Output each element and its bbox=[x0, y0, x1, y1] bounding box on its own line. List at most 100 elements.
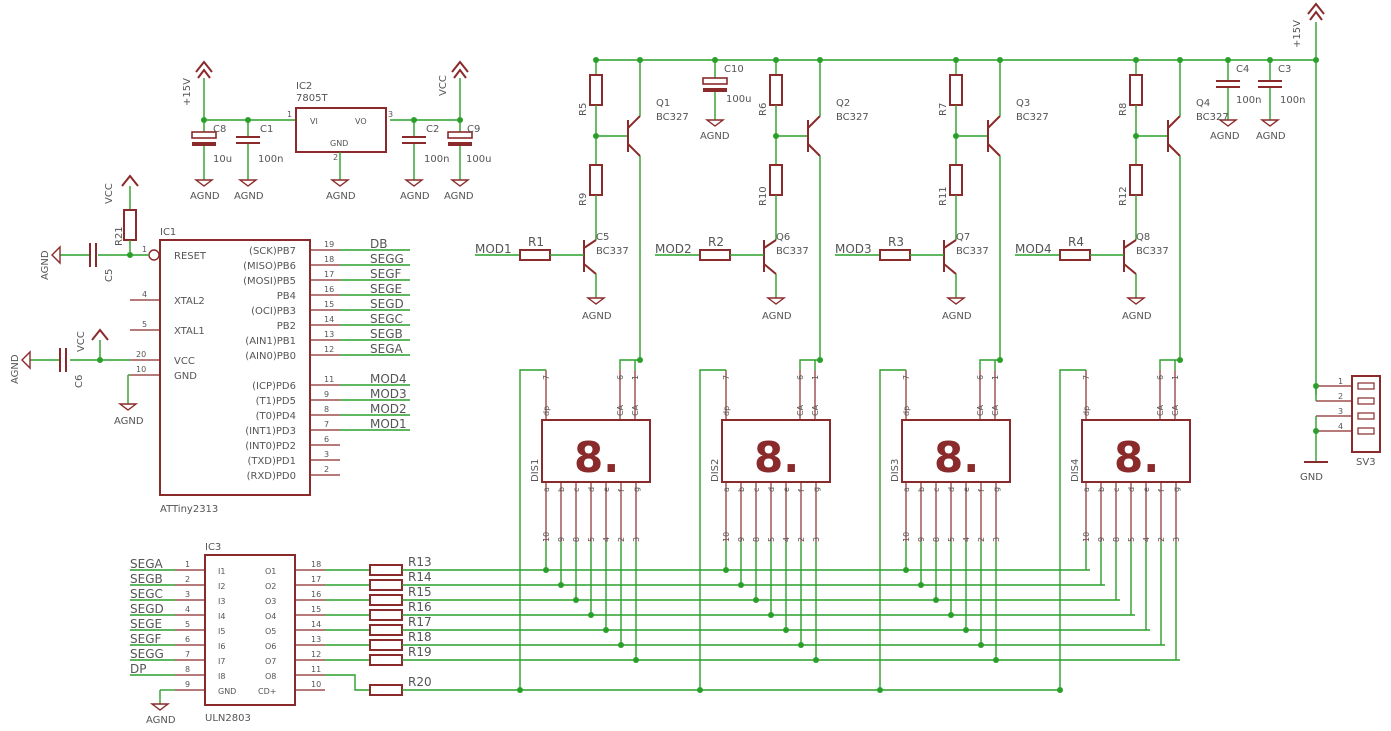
display-bottom-pin-number: 8 bbox=[752, 537, 761, 542]
resistor-base-name: R1 bbox=[528, 235, 544, 249]
display-bottom-pin-number: 10 bbox=[902, 532, 911, 542]
mcu-right-pin-label: (T1)PD5 bbox=[256, 396, 296, 407]
display-bottom-pin-name: c bbox=[932, 488, 941, 492]
pnp-type: BC327 bbox=[836, 112, 869, 123]
display-bottom-pin-number: 4 bbox=[1142, 537, 1151, 542]
driver-resistor-name: R14 bbox=[408, 570, 432, 584]
display-bottom-pin-number: 3 bbox=[812, 537, 821, 542]
mcu-net-label: DB bbox=[370, 237, 387, 251]
display-body bbox=[1081, 419, 1191, 483]
display-top-pin-name: dp bbox=[722, 406, 731, 416]
mcu-ic1: IC1 ATTiny2313 RESET XTAL2 XTAL1 VCC GND… bbox=[114, 227, 311, 515]
npn-name: Q6 bbox=[776, 232, 790, 243]
driver-in-name: I7 bbox=[218, 657, 225, 666]
junction bbox=[573, 597, 579, 603]
display-body bbox=[721, 419, 831, 483]
junction bbox=[773, 57, 779, 63]
mcu-right-pin-label: (AIN0)PB0 bbox=[245, 351, 296, 362]
pnp-type: BC327 bbox=[1196, 112, 1229, 123]
npn-name: Q8 bbox=[1136, 232, 1150, 243]
mcu-vcc-label: VCC bbox=[174, 356, 195, 367]
resistor-top-name: R7 bbox=[938, 103, 949, 116]
junction bbox=[723, 567, 729, 573]
driver-resistor-name: R20 bbox=[408, 675, 432, 689]
junction bbox=[978, 642, 984, 648]
junction bbox=[637, 357, 643, 363]
junction bbox=[1133, 57, 1139, 63]
cap-c3: C3 100n AGND bbox=[1256, 60, 1305, 142]
display-bottom-pin-number: 5 bbox=[1127, 537, 1136, 542]
driver-net-label: DP bbox=[130, 662, 146, 676]
display-bottom-pin-number: 3 bbox=[1172, 537, 1181, 542]
driver-net-label: SEGB bbox=[130, 572, 163, 586]
display-bottom-pin-name: f bbox=[797, 489, 806, 492]
display-top-pin-name: CA bbox=[631, 404, 640, 416]
resistor-base bbox=[519, 249, 551, 261]
driver-out-pin-number: 16 bbox=[311, 590, 321, 599]
pnp-emitter bbox=[987, 115, 1001, 129]
resistor-top-name: R8 bbox=[1118, 103, 1129, 116]
driver-cd-label: CD+ bbox=[258, 687, 276, 696]
mcu-right-pin-label: (SCK)PB7 bbox=[249, 246, 296, 257]
npn-collector bbox=[1123, 239, 1137, 249]
pnp-name: Q3 bbox=[1016, 98, 1030, 109]
c6-agnd: AGND bbox=[10, 354, 21, 384]
mcu-right-pin-label: (T0)PD4 bbox=[256, 411, 296, 422]
mcu-net-label: MOD4 bbox=[370, 372, 407, 386]
driver-net-label: SEGC bbox=[130, 587, 163, 601]
regulator-gnd: GND bbox=[330, 139, 348, 148]
driver-out-pin-number: 17 bbox=[311, 575, 321, 584]
driver-in-pin-number: 6 bbox=[185, 635, 190, 644]
npn-type: BC337 bbox=[1136, 246, 1169, 257]
pnp-name: Q1 bbox=[656, 98, 670, 109]
display-top-pin-number: 7 bbox=[722, 375, 731, 380]
resistor-base bbox=[699, 249, 731, 261]
junction bbox=[993, 657, 999, 663]
driver-resistor bbox=[369, 684, 403, 696]
mcu-name: IC1 bbox=[160, 227, 176, 238]
driver-out-name: O2 bbox=[265, 582, 276, 591]
mcu-net-label: SEGB bbox=[370, 327, 403, 341]
display-bottom-pin-number: 5 bbox=[587, 537, 596, 542]
display-top-pin-number: 7 bbox=[542, 375, 551, 380]
mcu-right-pin-number: 3 bbox=[324, 450, 329, 459]
mcu-pin-10: 10 bbox=[136, 365, 146, 374]
npn-agnd: AGND bbox=[1122, 311, 1152, 322]
sv3-pin-4: 4 bbox=[1338, 422, 1343, 431]
mcu-net-label: SEGG bbox=[370, 252, 404, 266]
resistor-base-name: R3 bbox=[888, 235, 904, 249]
driver-in-name: I2 bbox=[218, 582, 225, 591]
pnp-emitter bbox=[1167, 115, 1181, 129]
mcu-net-label: SEGF bbox=[370, 267, 401, 281]
mcu-right-pin-number: 15 bbox=[324, 300, 334, 309]
display-bottom-pin-number: 3 bbox=[632, 537, 641, 542]
reg-cap-c1-value: 100n bbox=[258, 154, 283, 165]
driver-out-pin-number: 13 bbox=[311, 635, 321, 644]
display-top-pin-number: 1 bbox=[1171, 375, 1180, 380]
resistor-base-name: R4 bbox=[1068, 235, 1084, 249]
junction bbox=[997, 57, 1003, 63]
display-top-pin-name: CA bbox=[976, 404, 985, 416]
junction bbox=[1177, 57, 1183, 63]
display-bottom-pin-name: c bbox=[752, 488, 761, 492]
sv3-pin-1: 1 bbox=[1338, 377, 1343, 386]
reset-c5-label: C5 bbox=[104, 269, 115, 282]
display-bottom-pin-number: 4 bbox=[782, 537, 791, 542]
reset-r21-label: R21 bbox=[114, 226, 125, 246]
driver-in-pin-number: 5 bbox=[185, 620, 190, 629]
resistor-top bbox=[949, 74, 963, 106]
display-top-pin-number: 1 bbox=[631, 375, 640, 380]
resistor-top-name: R6 bbox=[758, 103, 769, 116]
mcu-net-label: SEGA bbox=[370, 342, 403, 356]
driver-resistor bbox=[369, 564, 403, 576]
mcu-right-pin-number: 6 bbox=[324, 435, 329, 444]
cap-c4: C4 100n AGND bbox=[1210, 60, 1261, 142]
mcu-right-pin-label: (MOSI)PB5 bbox=[243, 276, 296, 287]
display-bottom-pin-name: b bbox=[737, 487, 746, 492]
display-bottom-pin-number: 5 bbox=[767, 537, 776, 542]
mcu-right-pin-label: (MISO)PB6 bbox=[243, 261, 296, 272]
display-bottom-pin-number: 2 bbox=[977, 537, 986, 542]
agnd-symbol bbox=[765, 297, 787, 305]
npn-type: BC337 bbox=[956, 246, 989, 257]
